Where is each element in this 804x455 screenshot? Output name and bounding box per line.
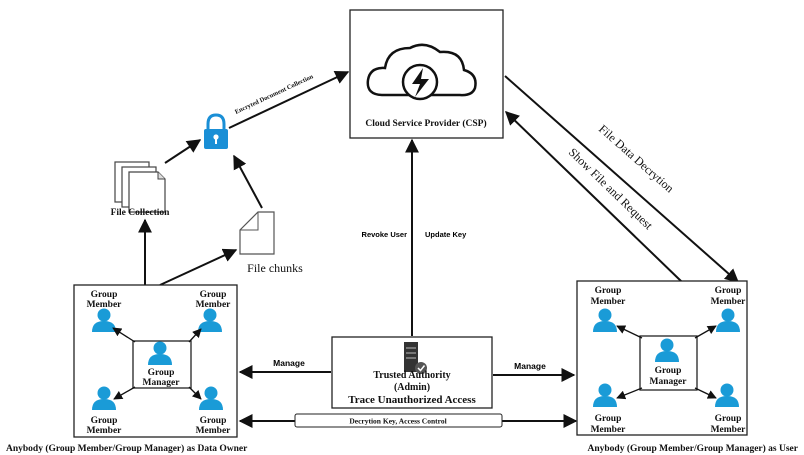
svg-text:Group: Group	[595, 414, 622, 424]
svg-text:Group: Group	[655, 366, 682, 376]
svg-text:Group: Group	[200, 416, 227, 426]
svg-text:Member: Member	[196, 426, 232, 436]
manage-right-label: Manage	[514, 361, 546, 371]
left-group-manager: Group Manager	[143, 341, 181, 388]
svg-text:Member: Member	[711, 425, 747, 435]
arrow-lock-to-csp	[228, 71, 350, 129]
arrow-csp-to-user	[504, 75, 740, 283]
svg-text:Group: Group	[200, 290, 227, 300]
right-member-bottom-right: Group Member	[711, 383, 747, 435]
svg-text:Group: Group	[715, 414, 742, 424]
svg-text:Member: Member	[591, 425, 627, 435]
svg-text:Group: Group	[148, 368, 175, 378]
svg-text:Member: Member	[591, 297, 627, 307]
svg-text:Member: Member	[87, 300, 123, 310]
encrypted-collection-label: Encryted Document Collection	[234, 73, 315, 116]
svg-text:Member: Member	[196, 300, 232, 310]
svg-text:Group: Group	[595, 286, 622, 296]
file-collection-node: File Collection	[111, 161, 171, 218]
svg-text:Member: Member	[87, 426, 123, 436]
lock-node	[204, 113, 228, 149]
left-group-caption: Anybody (Group Member/Group Manager) as …	[6, 443, 248, 454]
right-group-box: Group Member Group Member Group Manager …	[576, 280, 748, 436]
left-member-top-left: Group Member	[87, 290, 123, 332]
arrow-collection-to-lock	[164, 139, 202, 164]
svg-text:Manager: Manager	[143, 378, 181, 388]
revoke-user-label: Revoke User	[362, 230, 408, 239]
arrow-user-to-csp	[504, 111, 683, 283]
csp-label: Cloud Service Provider (CSP)	[365, 118, 486, 129]
left-group-box: Group Member Group Member Group Manager …	[73, 284, 238, 438]
right-group-caption: Anybody (Group Member/Group Manager) as …	[588, 443, 799, 454]
trusted-authority-line3: Trace Unauthorized Access	[348, 394, 476, 406]
file-chunks-label: File chunks	[247, 261, 303, 275]
update-key-label: Update Key	[425, 230, 467, 239]
file-chunks-node: File chunks	[239, 211, 303, 275]
svg-text:Group: Group	[91, 290, 118, 300]
trusted-authority-line1: Trusted Authority	[373, 370, 450, 381]
svg-text:Group: Group	[91, 416, 118, 426]
padlock-icon	[204, 113, 228, 149]
arrow-group-to-chunks	[159, 248, 238, 286]
right-member-top-right: Group Member	[711, 286, 747, 332]
trusted-authority-node: Trusted Authority (Admin) Trace Unauthor…	[331, 336, 493, 409]
csp-node: Cloud Service Provider (CSP)	[349, 9, 504, 139]
cloud-lightning-icon	[366, 43, 477, 101]
svg-text:Member: Member	[711, 297, 747, 307]
trusted-authority-line2: (Admin)	[394, 382, 430, 393]
decryption-key-box	[294, 413, 503, 428]
document-stack-icon	[114, 161, 166, 213]
manage-left-label: Manage	[273, 358, 305, 368]
left-member-bottom-left: Group Member	[87, 386, 123, 436]
svg-text:Group: Group	[715, 286, 742, 296]
left-member-top-right: Group Member	[196, 290, 232, 332]
right-group-manager: Group Manager	[650, 338, 688, 387]
right-member-bottom-left: Group Member	[591, 383, 627, 435]
svg-text:Manager: Manager	[650, 377, 688, 387]
server-check-icon	[404, 342, 427, 374]
right-member-top-left: Group Member	[591, 286, 627, 332]
file-collection-label: File Collection	[111, 208, 171, 218]
left-member-bottom-right: Group Member	[196, 386, 232, 436]
decryption-key-label: Decrytion Key, Access Control	[349, 417, 446, 426]
file-icon	[239, 211, 275, 255]
arrow-chunks-to-lock	[233, 154, 263, 209]
